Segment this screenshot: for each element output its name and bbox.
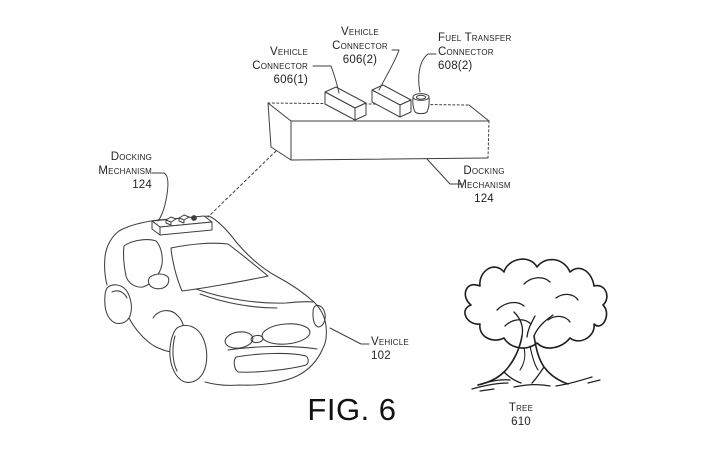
label-line: Vehicle: [341, 26, 379, 38]
ref-number: 608(2): [438, 60, 473, 72]
leader-fuel-transfer-connector: [418, 53, 437, 93]
cylinder-inner-rim: [415, 94, 427, 100]
label-line: Vehicle: [270, 46, 308, 58]
figure-caption: FIG. 6: [307, 392, 397, 427]
tree-roots: [477, 366, 545, 386]
label-line: Fuel Transfer: [438, 32, 512, 44]
ref-number: 102: [371, 350, 391, 362]
vehicle-connector-bar-606-2: [371, 84, 412, 118]
windshield: [170, 242, 269, 292]
leader-vehicle: [329, 327, 370, 345]
roof-mini-fuel-port: [191, 215, 197, 221]
ref-number: 606(1): [273, 74, 308, 86]
leader-lines: [151, 49, 463, 345]
station-right-edge-dotted: [487, 120, 490, 159]
tree-drawing: [464, 258, 608, 392]
station-left-face: [268, 103, 291, 160]
bar1-end-face: [354, 102, 367, 121]
front-wheel: [169, 324, 208, 383]
roof-box-left-face: [151, 220, 161, 236]
label-line: Tree: [508, 402, 534, 414]
leader-docking-mechanism-left: [151, 172, 169, 222]
bumper-crease: [227, 345, 318, 351]
hood-crease-lower: [199, 293, 278, 309]
label-vehicle-connector-606-2: Vehicle Connector 606(2): [312, 25, 408, 67]
front-wheel-arch-line: [172, 335, 178, 372]
leader-vehicle-connector-606-1: [312, 65, 340, 94]
rear-wheel-arch-line: [111, 290, 128, 299]
tree-trunk: [477, 335, 569, 386]
station-back-top-edge-dotted: [267, 102, 470, 106]
hood-crease-upper: [195, 288, 314, 304]
bar2-end-face: [399, 99, 412, 118]
label-vehicle-connector-606-1: Vehicle Connector 606(1): [208, 45, 308, 87]
label-line: Mechanism: [98, 165, 152, 177]
roof-mini-connector-2: [178, 214, 190, 224]
fuel-transfer-connector-drawing: [412, 93, 430, 115]
roof-docking-mechanism-drawing: [151, 214, 213, 236]
ref-number: 606(2): [342, 54, 378, 66]
headlight-left: [224, 331, 254, 349]
vehicle-drawing: [104, 215, 327, 386]
tree-canopy-outline: [464, 258, 608, 349]
grille: [261, 323, 311, 345]
label-line: Connector: [332, 40, 388, 52]
car-body-outline: [104, 215, 327, 386]
leader-vehicle-connector-606-2: [378, 49, 400, 91]
tree-trunk-texture: [519, 345, 539, 371]
label-line: Docking: [110, 151, 152, 163]
tree-canopy-inner-scallops: [496, 277, 579, 327]
label-line: Vehicle: [371, 336, 409, 348]
label-docking-mechanism-124-right: Docking Mechanism 124: [450, 164, 518, 206]
station-solid-edges: [267, 102, 490, 161]
tree-branches: [513, 311, 554, 338]
ref-number: 610: [511, 416, 531, 428]
tree-ground-strokes: [471, 376, 601, 392]
ref-number: 124: [132, 179, 152, 191]
label-line: Mechanism: [457, 179, 511, 191]
leader-docking-mechanism-right: [426, 158, 463, 185]
vehicle-connector-bar-606-1: [324, 86, 367, 121]
roof-mini-connector-1: [165, 216, 177, 226]
label-line: Connector: [438, 46, 494, 58]
docking-station-drawing: [267, 84, 490, 161]
label-tree-610: Tree 610: [492, 401, 550, 429]
station-top-face: [268, 103, 489, 121]
lower-bumper-opening: [233, 352, 309, 373]
headlight-right: [312, 304, 326, 328]
side-mirror: [147, 273, 170, 290]
ref-number: 124: [474, 193, 494, 205]
label-vehicle-102: Vehicle 102: [371, 335, 441, 363]
station-front-face: [291, 121, 489, 160]
car-rocker-line: [128, 317, 172, 353]
label-line: Docking: [463, 165, 505, 177]
label-fuel-transfer-connector-608-2: Fuel Transfer Connector 608(2): [438, 31, 530, 73]
docking-alignment-dashed-line: [207, 150, 277, 218]
label-docking-mechanism-124-left: Docking Mechanism 124: [62, 150, 152, 192]
cylinder-body: [412, 96, 430, 115]
label-line: Connector: [252, 60, 308, 72]
